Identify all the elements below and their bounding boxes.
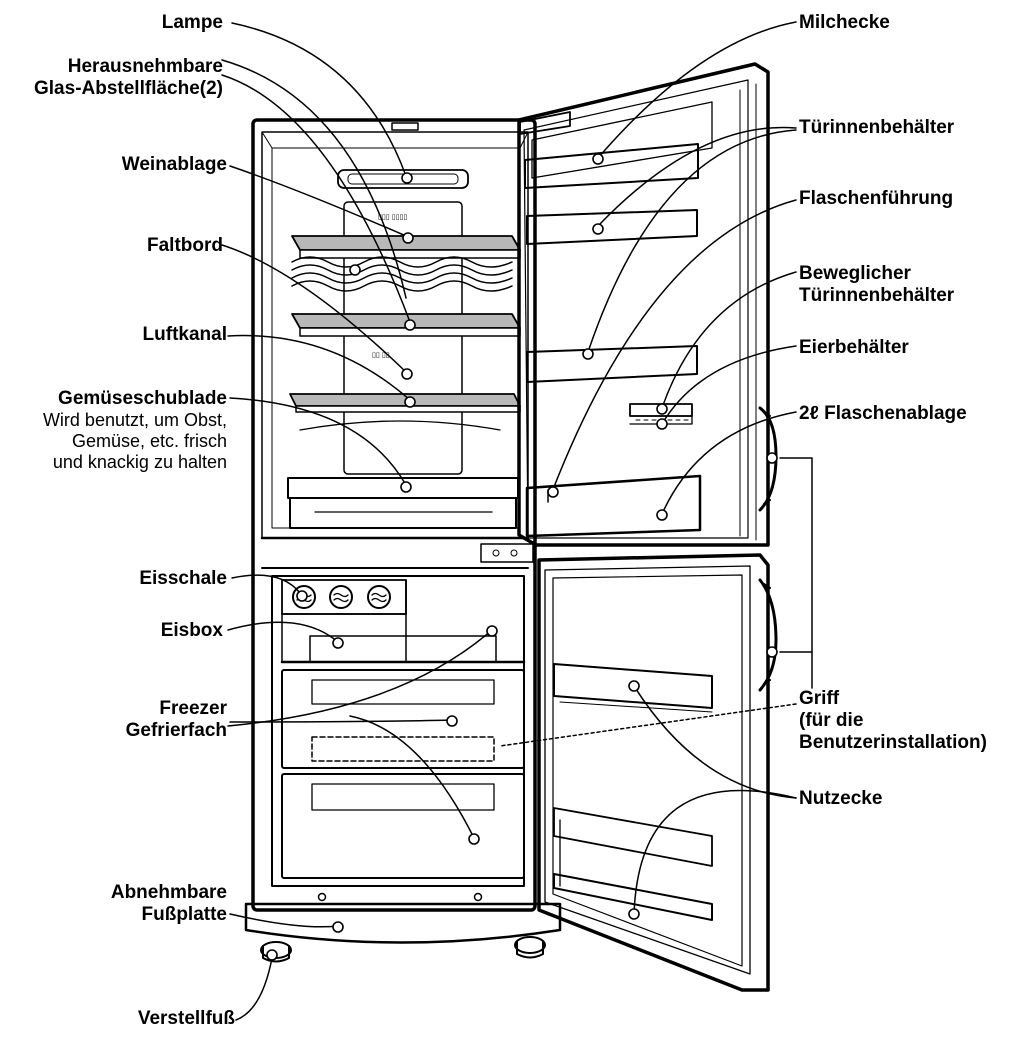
- label-beweglicher: Beweglicher Türinnenbehälter: [799, 263, 954, 307]
- base-plate: [244, 902, 562, 963]
- label-freezer-line-1: Freezer: [159, 698, 227, 719]
- label-nutzecke: Nutzecke: [799, 788, 883, 809]
- dot-luftkanal: [404, 396, 416, 408]
- freezer-compartment: [271, 575, 526, 902]
- label-glas-abstellflaeche: Herausnehmbare Glas-Abstellfläche(2): [34, 56, 223, 100]
- label-gemuese-title: Gemüseschublade: [58, 388, 227, 409]
- label-luftkanal: Luftkanal: [142, 324, 227, 345]
- label-gemuese-desc-3: und knackig zu halten: [52, 452, 227, 472]
- dot-verstellfuss: [266, 949, 278, 961]
- dot-freezer-1: [486, 625, 498, 637]
- dot-beweglich: [656, 403, 668, 415]
- label-fussplatte-line-2: Fußplatte: [141, 904, 228, 925]
- dot-milchecke: [592, 153, 604, 165]
- dot-eisschale: [296, 590, 308, 602]
- label-lampe: Lampe: [161, 12, 223, 33]
- label-eisbox: Eisbox: [160, 620, 223, 641]
- label-freezer: Freezer Gefrierfach: [126, 698, 227, 742]
- label-eierbehaelter: Eierbehälter: [799, 337, 909, 358]
- label-milchecke: Milchecke: [799, 12, 890, 33]
- dot-griff-1: [766, 452, 778, 464]
- dot-griff-2: [766, 646, 778, 658]
- label-freezer-line-2: Gefrierfach: [125, 720, 227, 741]
- upper-door: [517, 62, 778, 547]
- label-eisschale: Eisschale: [139, 568, 227, 589]
- label-beweglich-line-1: Beweglicher: [799, 263, 911, 284]
- dot-tuerinnen: [592, 223, 604, 235]
- label-faltbord: Faltbord: [147, 235, 223, 256]
- dot-lampe: [401, 172, 413, 184]
- lower-door: [537, 553, 778, 992]
- dot-flaschenablage: [656, 509, 668, 521]
- label-griff-line-1: Griff: [799, 688, 840, 709]
- label-glas-line-1: Herausnehmbare: [67, 56, 223, 77]
- label-gemueseschublade: Gemüseschublade Wird benutzt, um Obst, G…: [43, 388, 227, 473]
- callout-dots: [266, 153, 778, 961]
- label-griff: Griff (für die Benutzerinstallation): [799, 688, 987, 754]
- dot-gemuese: [400, 481, 412, 493]
- dot-glas-2: [404, 319, 416, 331]
- label-gemuese-desc-2: Gemüse, etc. frisch: [71, 431, 227, 451]
- dot-faltbord: [401, 368, 413, 380]
- dot-nutzecke-2: [628, 908, 640, 920]
- label-weinablage: Weinablage: [121, 154, 227, 175]
- callout-lines: [221, 21, 813, 1021]
- dot-weinablage: [349, 264, 361, 276]
- middle-divider: [260, 536, 534, 569]
- svg-text:▯▯▯ ▯▯▯▯: ▯▯▯ ▯▯▯▯: [378, 213, 407, 221]
- label-gemuese-desc-1: Wird benutzt, um Obst,: [42, 410, 227, 430]
- dot-glas-1: [402, 232, 414, 244]
- dot-nutzecke-1: [628, 680, 640, 692]
- label-griff-line-3: Benutzerinstallation): [799, 732, 987, 753]
- svg-text:▯▯ ▯▯: ▯▯ ▯▯: [372, 351, 390, 359]
- label-verstellfuss: Verstellfuß: [137, 1008, 235, 1029]
- dot-tuerinnen-2: [582, 348, 594, 360]
- dot-freezer-2: [446, 715, 458, 727]
- wine-rack: [291, 256, 513, 292]
- dot-flaschenfuehrung: [547, 486, 559, 498]
- label-beweglich-line-2: Türinnenbehälter: [799, 285, 955, 306]
- label-griff-line-2: (für die: [799, 710, 864, 731]
- label-flaschenfuehrung: Flaschenführung: [799, 188, 954, 209]
- label-tuerinnenbehaelter: Türinnenbehälter: [799, 117, 955, 138]
- dot-eierbehaelter: [656, 418, 668, 430]
- dot-eisbox: [332, 637, 344, 649]
- dot-fussplatte: [332, 921, 344, 933]
- dot-freezer-3: [468, 833, 480, 845]
- label-glas-line-2: Glas-Abstellfläche(2): [34, 78, 223, 99]
- label-fussplatte-line-1: Abnehmbare: [110, 882, 227, 903]
- label-flaschenablage: 2ℓ Flaschenablage: [799, 403, 967, 424]
- label-fussplatte: Abnehmbare Fußplatte: [111, 882, 227, 926]
